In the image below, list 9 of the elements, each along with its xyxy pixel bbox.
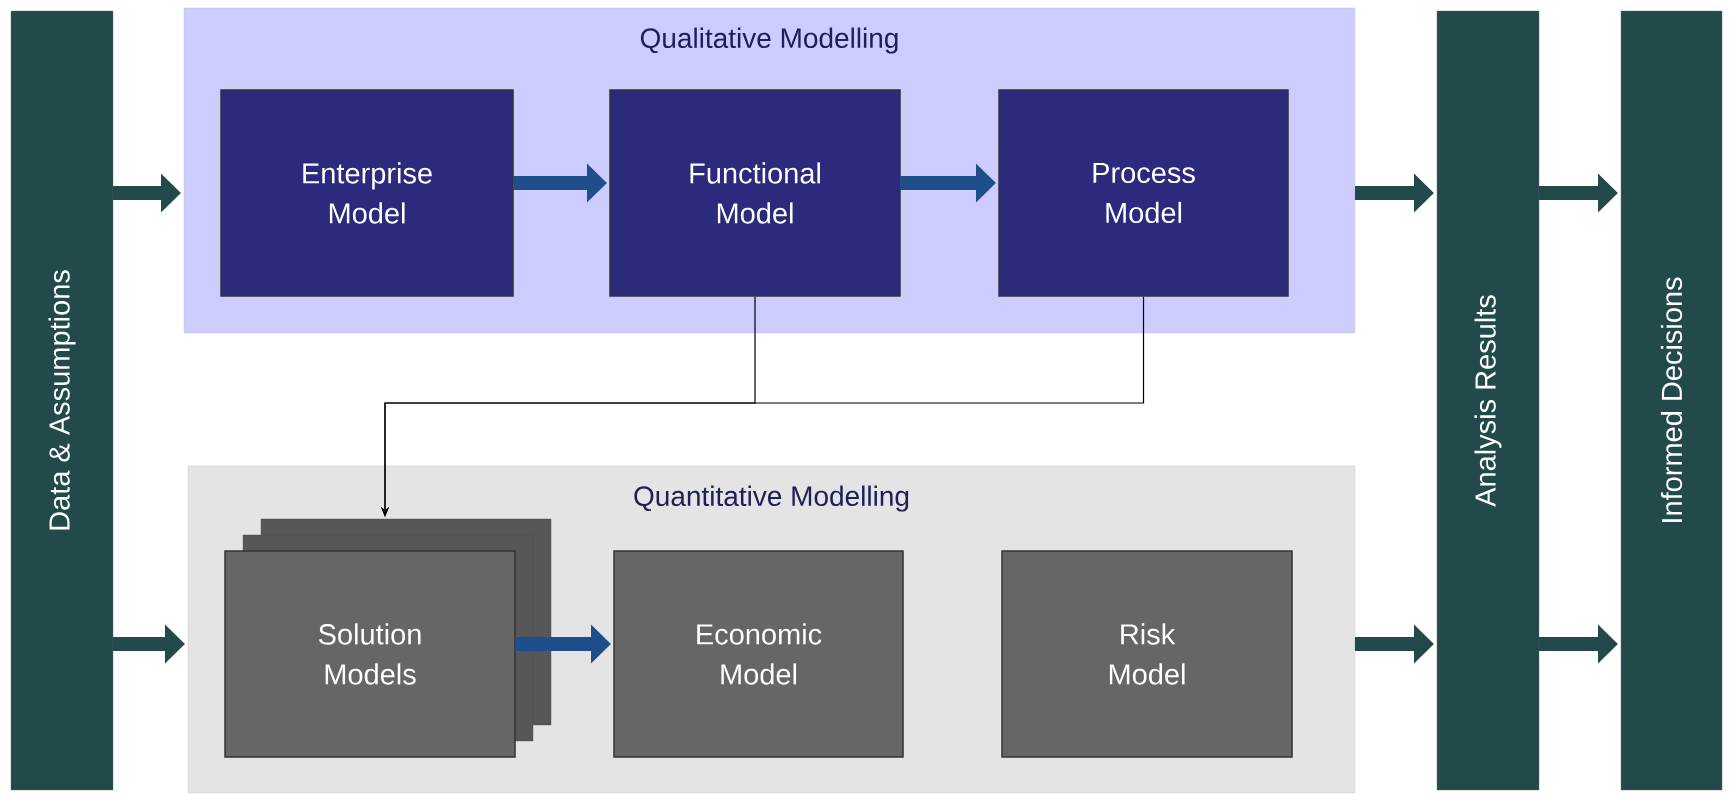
model-box: Risk Model [1001, 550, 1293, 758]
vertical-bar: Informed Decisions [1620, 10, 1723, 791]
vertical-bar: Analysis Results [1436, 10, 1540, 791]
vertical-bar: Data & Assumptions [10, 10, 114, 791]
model-box: Process Model [998, 89, 1289, 297]
stacked-model-box: Solution Models [224, 518, 552, 758]
model-box: Functional Model [609, 89, 901, 297]
model-box: Economic Model [613, 550, 904, 758]
model-box: Enterprise Model [220, 89, 514, 297]
